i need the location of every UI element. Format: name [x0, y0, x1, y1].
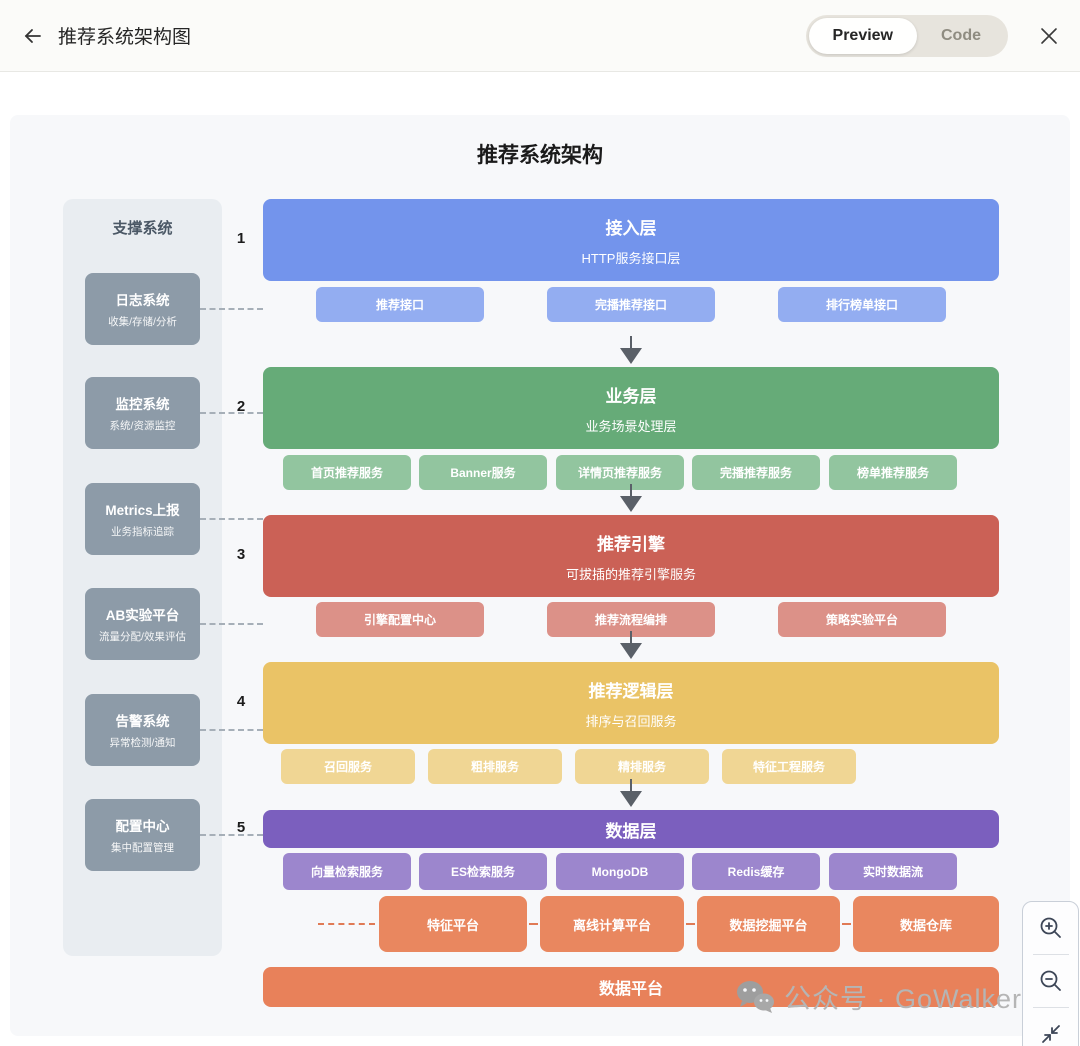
close-button[interactable]: [1034, 21, 1064, 51]
node-offline-compute: 离线计算平台: [540, 896, 684, 952]
support-systems-title: 支撑系统: [112, 220, 173, 237]
support-card-metrics: Metrics上报 业务指标追踪: [85, 483, 200, 555]
layer-subtitle: HTTP服务接口层: [581, 250, 681, 266]
dashed-connector: [200, 308, 263, 310]
layer-logic: 推荐逻辑层 排序与召回服务: [263, 662, 999, 744]
layer-subtitle: 可拔插的推荐引擎服务: [565, 566, 696, 582]
node-data-warehouse: 数据仓库: [853, 896, 999, 952]
layer-title: 数据层: [605, 821, 657, 841]
zoom-in-button[interactable]: [1023, 902, 1078, 954]
support-card-logging: 日志系统 收集/存储/分析: [85, 273, 200, 345]
layer-number: 3: [236, 546, 246, 563]
layer-title: 业务层: [605, 386, 657, 406]
node-engine-config: 引擎配置中心: [316, 602, 484, 637]
dashed-connector: [200, 518, 263, 520]
node-detail-recommend: 详情页推荐服务: [556, 455, 684, 490]
layer-business: 业务层 业务场景处理层: [263, 367, 999, 449]
data-platform-bar: 数据平台: [263, 967, 999, 1007]
node-fine-rank: 精排服务: [575, 749, 709, 784]
arrow-down-icon: [620, 631, 642, 659]
support-card-title: 日志系统: [115, 293, 170, 308]
layer-number: 5: [236, 819, 246, 836]
node-home-recommend: 首页推荐服务: [283, 455, 411, 490]
support-card-subtitle: 业务指标追踪: [111, 526, 174, 538]
arrow-down-icon: [620, 779, 642, 807]
page-title: 推荐系统架构图: [58, 27, 192, 48]
node-feature-platform: 特征平台: [379, 896, 527, 952]
node-realtime-stream: 实时数据流: [829, 853, 957, 890]
node-data-mining: 数据挖掘平台: [697, 896, 840, 952]
support-card-title: Metrics上报: [105, 503, 180, 518]
diagram-canvas: 推荐系统架构 支撑系统 日志系统 收集/存储/分析 监控系统 系统/资源监控 M…: [10, 115, 1070, 1036]
node-ranking-api: 排行榜单接口: [778, 287, 946, 322]
support-card-title: 配置中心: [115, 819, 170, 834]
layer-access: 接入层 HTTP服务接口层: [263, 199, 999, 281]
support-card-subtitle: 集中配置管理: [111, 842, 174, 854]
node-recommend-api: 推荐接口: [316, 287, 484, 322]
layer-engine: 推荐引擎 可拔插的推荐引擎服务: [263, 515, 999, 597]
header-bar: 推荐系统架构图 Preview Code: [0, 0, 1080, 72]
node-complete-play-api: 完播推荐接口: [547, 287, 715, 322]
fit-view-button[interactable]: [1023, 1008, 1078, 1046]
support-card-subtitle: 系统/资源监控: [109, 420, 176, 432]
dashed-connector-orange: [842, 923, 851, 925]
support-card-ab-test: AB实验平台 流量分配/效果评估: [85, 588, 200, 660]
zoom-out-button[interactable]: [1023, 955, 1078, 1007]
zoom-out-icon: [1038, 968, 1064, 994]
dashed-connector: [200, 729, 263, 731]
support-card-monitoring: 监控系统 系统/资源监控: [85, 377, 200, 449]
arrow-left-icon: [21, 24, 45, 48]
divider: [1032, 954, 1069, 955]
node-es-search: ES检索服务: [419, 853, 547, 890]
arrow-down-icon: [620, 336, 642, 364]
layer-number: 4: [236, 693, 246, 710]
dashed-connector: [200, 412, 263, 414]
support-card-title: AB实验平台: [105, 608, 180, 623]
dashed-connector: [200, 834, 263, 836]
layer-subtitle: 业务场景处理层: [585, 418, 677, 434]
watermark: 公众号 · GoWalker: [734, 977, 1022, 1016]
code-tab[interactable]: Code: [917, 18, 1005, 54]
node-recall-service: 召回服务: [281, 749, 415, 784]
layer-number: 2: [236, 398, 246, 415]
layer-title: 推荐逻辑层: [588, 681, 674, 701]
arrow-down-icon: [620, 484, 642, 512]
node-feature-engineering: 特征工程服务: [722, 749, 856, 784]
node-strategy-experiment: 策略实验平台: [778, 602, 946, 637]
support-card-config-center: 配置中心 集中配置管理: [85, 799, 200, 871]
layer-title: 推荐引擎: [597, 534, 665, 554]
close-icon: [1038, 25, 1060, 47]
zoom-controls: [1022, 901, 1079, 1046]
support-card-alerting: 告警系统 异常检测/通知: [85, 694, 200, 766]
dashed-connector-orange: [318, 923, 375, 925]
support-card-title: 监控系统: [115, 397, 170, 412]
node-vector-search: 向量检索服务: [283, 853, 411, 890]
dashed-connector: [200, 623, 263, 625]
node-complete-recommend: 完播推荐服务: [692, 455, 820, 490]
collapse-arrows-icon: [1038, 1021, 1064, 1046]
diagram-title: 推荐系统架构: [477, 144, 603, 167]
divider: [1032, 1007, 1069, 1008]
preview-tab[interactable]: Preview: [808, 17, 917, 54]
watermark-text: 公众号 · GoWalker: [784, 984, 1023, 1014]
node-banner-service: Banner服务: [419, 455, 547, 490]
layer-subtitle: 排序与召回服务: [585, 713, 677, 729]
dashed-connector-orange: [529, 923, 538, 925]
dashed-connector-orange: [686, 923, 695, 925]
node-list-recommend: 榜单推荐服务: [829, 455, 957, 490]
back-button[interactable]: [16, 19, 50, 53]
wechat-icon: [734, 979, 776, 1015]
layer-number: 1: [236, 230, 246, 247]
layer-data: 数据层: [263, 810, 999, 848]
support-card-subtitle: 收集/存储/分析: [108, 316, 177, 328]
zoom-in-icon: [1038, 915, 1064, 941]
node-redis-cache: Redis缓存: [692, 853, 820, 890]
view-toggle: Preview Code: [805, 14, 1008, 57]
node-coarse-rank: 粗排服务: [428, 749, 562, 784]
layer-title: 接入层: [605, 218, 657, 238]
node-mongodb: MongoDB: [556, 853, 684, 890]
support-card-subtitle: 异常检测/通知: [109, 737, 176, 749]
support-card-title: 告警系统: [115, 714, 170, 729]
support-card-subtitle: 流量分配/效果评估: [99, 631, 186, 643]
